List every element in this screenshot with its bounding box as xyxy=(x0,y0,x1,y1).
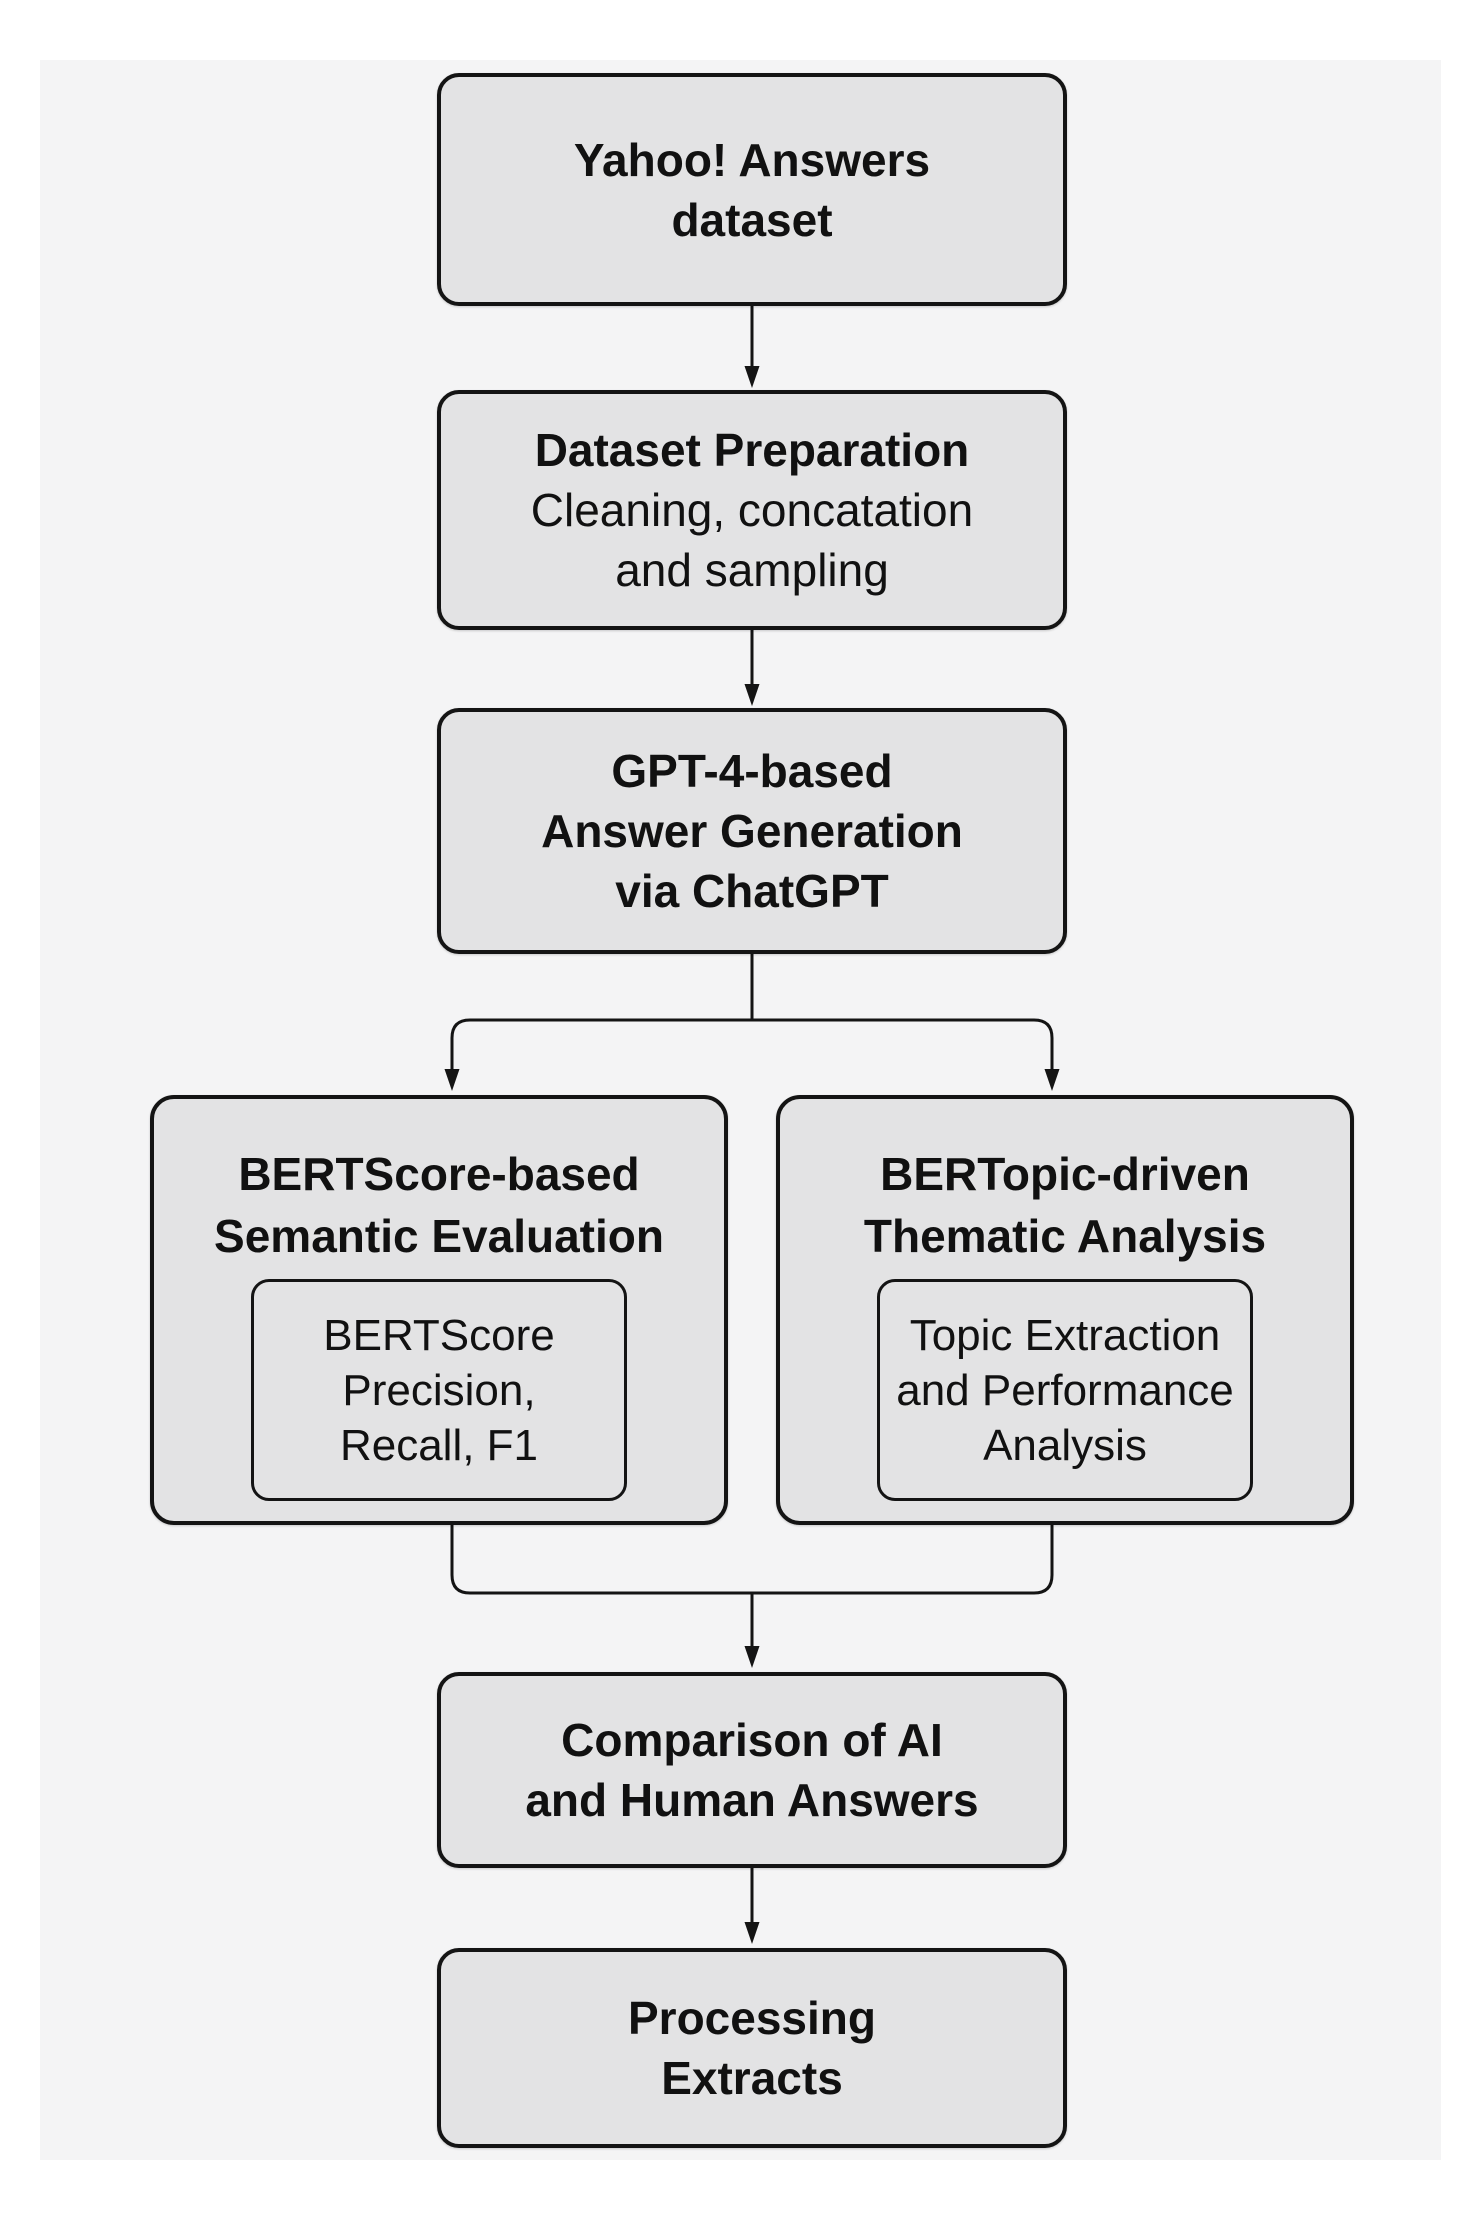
arrowhead-comparison xyxy=(744,1646,760,1668)
node-line: Answer Generation xyxy=(541,805,963,857)
node-line: Thematic Analysis xyxy=(863,1210,1267,1262)
node-line: Extracts xyxy=(661,2052,843,2104)
node-line: Yahoo! Answers xyxy=(573,133,931,186)
node-line: dataset xyxy=(671,193,833,246)
node-line: BERTScore xyxy=(323,1310,555,1360)
node-bertopic-analysis: BERTopic-driven Thematic Analysis Topic … xyxy=(776,1095,1354,1525)
node-line: Cleaning, concatation xyxy=(530,484,974,536)
node-answer-generation: GPT-4-based Answer Generation via ChatGP… xyxy=(437,708,1067,954)
node-processing-extracts: Processing Extracts xyxy=(437,1948,1067,2148)
connector-split-left xyxy=(450,1018,752,1069)
node-line: Semantic Evaluation xyxy=(214,1210,664,1262)
node-line: BERTScore-based xyxy=(238,1148,640,1200)
node-bertscore-evaluation: BERTScore-based Semantic Evaluation BERT… xyxy=(150,1095,728,1525)
node-line: GPT-4-based xyxy=(611,745,893,797)
connector-merge-left xyxy=(450,1525,752,1595)
node-line: BERTopic-driven xyxy=(880,1148,1250,1200)
arrowhead-preparation xyxy=(744,366,760,388)
arrowhead-processing xyxy=(744,1922,760,1944)
node-line: and Performance xyxy=(896,1365,1234,1415)
arrowhead-bertopic xyxy=(1044,1069,1060,1091)
node-topic-extraction: Topic Extraction and Performance Analysi… xyxy=(877,1279,1253,1501)
node-dataset-preparation: Dataset Preparation Cleaning, concatatio… xyxy=(437,390,1067,630)
connector-split-right xyxy=(752,1018,1054,1069)
node-comparison: Comparison of AI and Human Answers xyxy=(437,1672,1067,1868)
branch-title: BERTScore-based Semantic Evaluation xyxy=(154,1143,724,1267)
node-bertscore-metrics: BERTScore Precision, Recall, F1 xyxy=(251,1279,627,1501)
arrowhead-bertscore xyxy=(444,1069,460,1091)
node-line: Topic Extraction xyxy=(909,1310,1221,1360)
node-yahoo-dataset: Yahoo! Answers dataset xyxy=(437,73,1067,306)
node-line: and sampling xyxy=(615,544,889,596)
arrowhead-generation xyxy=(744,684,760,706)
node-line: Analysis xyxy=(983,1420,1147,1470)
node-line: via ChatGPT xyxy=(615,865,889,917)
node-title: Dataset Preparation xyxy=(534,424,970,476)
branch-title: BERTopic-driven Thematic Analysis xyxy=(780,1143,1350,1267)
node-line: and Human Answers xyxy=(525,1774,979,1826)
node-line: Recall, F1 xyxy=(339,1420,539,1470)
node-line: Processing xyxy=(628,1992,876,2044)
node-line: Comparison of AI xyxy=(561,1714,943,1766)
node-line: Precision, xyxy=(342,1365,536,1415)
connector-merge-right xyxy=(752,1525,1054,1595)
